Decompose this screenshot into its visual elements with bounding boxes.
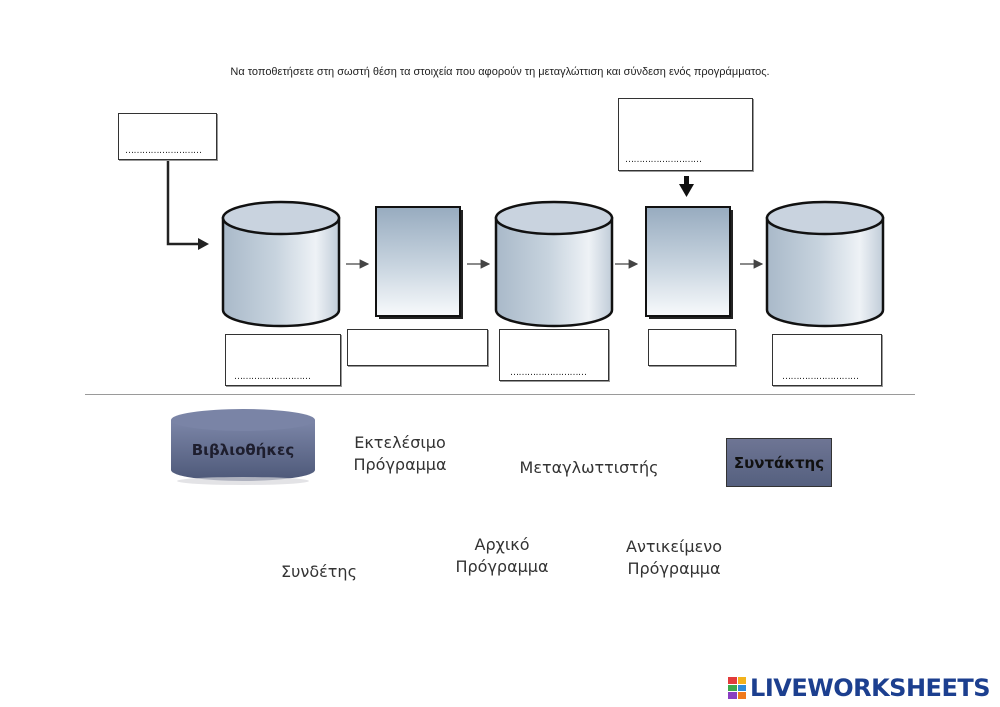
answer-placeholder: ……………………… — [510, 368, 587, 378]
word-source-line1: Αρχικό — [474, 535, 530, 554]
answer-box-editor[interactable]: ……………………… — [118, 113, 217, 160]
word-object-line2: Πρόγραμμα — [627, 559, 721, 578]
word-linker[interactable]: Συνδέτης — [281, 562, 357, 581]
cylinder-object-program — [494, 200, 614, 328]
answer-box-compiler[interactable] — [347, 329, 488, 366]
answer-box-executable-program[interactable]: ……………………… — [772, 334, 882, 386]
answer-placeholder: ……………………… — [782, 372, 859, 382]
document-linker — [645, 206, 733, 319]
document-compiler — [375, 206, 463, 319]
cylinder-executable-program — [765, 200, 885, 328]
word-executable-line2: Πρόγραμμα — [353, 455, 447, 474]
section-divider — [85, 394, 915, 395]
answer-box-libraries[interactable]: ……………………… — [618, 98, 753, 171]
down-arrow-libraries — [679, 176, 694, 197]
answer-box-object-program[interactable]: ……………………… — [499, 329, 609, 381]
answer-box-linker[interactable] — [648, 329, 736, 366]
answer-placeholder: ……………………… — [234, 372, 311, 382]
editor-connector-arrow — [166, 159, 209, 250]
answer-placeholder: ……………………… — [125, 146, 202, 156]
instruction-text: Να τοποθετήσετε στη σωστή θέση τα στοιχε… — [230, 66, 770, 78]
word-source-program[interactable]: Αρχικό Πρόγραμμα — [440, 534, 564, 578]
word-compiler[interactable]: Μεταγλωττιστής — [519, 458, 659, 477]
word-executable-program[interactable]: Εκτελέσιμο Πρόγραμμα — [338, 432, 462, 476]
cylinder-source-program — [221, 200, 341, 328]
answer-placeholder: ……………………… — [625, 155, 702, 165]
liveworksheets-logo-text: LIVEWORKSHEETS — [750, 674, 990, 702]
word-executable-line1: Εκτελέσιμο — [354, 433, 446, 452]
word-object-program[interactable]: Αντικείμενο Πρόγραμμα — [609, 536, 739, 580]
liveworksheets-logo: LIVEWORKSHEETS — [728, 674, 990, 702]
word-editor[interactable]: Συντάκτης — [726, 438, 832, 487]
libraries-tile-shape — [171, 409, 315, 485]
word-object-line1: Αντικείμενο — [626, 537, 722, 556]
liveworksheets-logo-icon — [728, 677, 747, 699]
word-libraries[interactable]: Βιβλιοθήκες — [191, 441, 295, 459]
answer-box-source-program[interactable]: ……………………… — [225, 334, 341, 386]
word-source-line2: Πρόγραμμα — [455, 557, 549, 576]
